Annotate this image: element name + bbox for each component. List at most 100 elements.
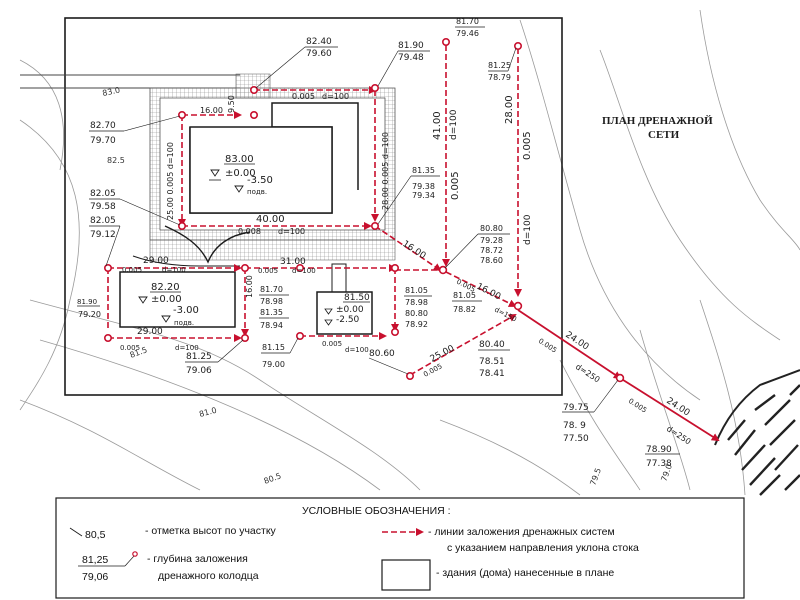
well-bottom: 78.92	[405, 320, 428, 329]
well-top: 78.90	[646, 445, 672, 455]
contour-line	[19, 59, 64, 171]
building-zero: ±0.00	[225, 168, 256, 179]
road	[20, 74, 240, 89]
well-mid: 78.51	[479, 357, 505, 367]
well-node	[370, 84, 379, 93]
building-bottom-sub: подв.	[174, 319, 194, 327]
well-node	[370, 222, 379, 231]
pipe-segment	[409, 314, 517, 376]
plan-title-line2: СЕТИ	[648, 129, 680, 141]
well-bottom: 78.41	[479, 369, 505, 379]
well-node	[513, 301, 523, 311]
building-sample-icon	[381, 559, 431, 591]
pipe-slope: 0.008	[238, 227, 261, 236]
legend: УСЛОВНЫЕ ОБОЗНАЧЕНИЯ : 80,5 - отметка вы…	[55, 497, 745, 599]
level-mark-icon	[210, 169, 220, 177]
well-bottom: 77.38	[646, 459, 672, 469]
well-bottom: 79.06	[186, 366, 212, 376]
contour-label: 82.5	[107, 156, 125, 165]
well-top: 80.80	[405, 309, 428, 318]
pipe-label-vertical: 25.00 0.005 d=100	[166, 142, 175, 220]
main-collector	[517, 309, 720, 442]
well-bottom: 79.12	[90, 230, 116, 240]
pipe-diameter: d=100	[523, 214, 533, 245]
well-node	[241, 333, 250, 342]
pipe-slope: 0.005	[627, 397, 648, 415]
well-node	[438, 265, 448, 275]
contour-line	[519, 19, 701, 401]
pipe-slope: 0.005	[450, 171, 461, 200]
legend-well-desc1: - глубина заложения	[147, 553, 248, 565]
pipe-diameter: d=100	[345, 346, 369, 354]
paved-area	[235, 73, 271, 99]
pipe-label-vertical: 28.00 0.005 d=100	[381, 132, 390, 210]
contour-sample-icon	[69, 527, 83, 537]
contour-line	[599, 49, 781, 341]
well-node	[241, 263, 250, 272]
contour-line	[19, 119, 80, 411]
well-node	[390, 327, 399, 336]
pipe-diameter: d=100	[162, 266, 186, 274]
contour-labels: 83.0 82.5 81.5 81.0 80.5 79.5 79.0	[102, 85, 674, 486]
legend-line-desc1: - линии заложения дренажных систем	[428, 526, 615, 538]
building-bottom: -3.00	[173, 305, 199, 316]
well-bottom: 79.34	[412, 191, 435, 200]
well-node	[250, 86, 259, 95]
well-mid: 79.38	[412, 182, 435, 191]
pipe-diameter: d=100	[278, 227, 305, 236]
well-top: 82.70	[90, 121, 116, 131]
paved-area	[149, 239, 396, 261]
well-bottom: 78.82	[453, 305, 476, 314]
legend-elev-desc: - отметка высот по участку	[145, 525, 277, 537]
contour-line	[29, 299, 421, 491]
well-mid: 78.98	[405, 298, 428, 307]
building-bottom: -3.50	[247, 175, 273, 186]
well-top: 81.15	[262, 343, 285, 352]
building-elevation: 82.20	[151, 282, 180, 293]
legend-heading: УСЛОВНЫЕ ОБОЗНАЧЕНИЯ :	[302, 505, 451, 517]
well-node	[441, 37, 450, 46]
left-building: 82.20 ±0.00 -3.00 подв.	[119, 271, 236, 328]
well-top: 81.35	[412, 166, 435, 175]
pipe-length: 31.00	[280, 257, 306, 267]
pipe-diameter: d=100	[449, 109, 459, 140]
contour-label: 80.5	[263, 471, 283, 486]
well-node	[250, 111, 259, 120]
well-node	[615, 373, 625, 383]
legend-well-desc2: дренажного колодца	[158, 570, 259, 582]
well-bottom: 78.79	[488, 73, 511, 82]
well-node	[104, 263, 113, 272]
well-top: 81.05	[453, 291, 476, 300]
path-curve	[164, 225, 251, 264]
small-building: 81.50 ±0.00 -2.50	[316, 263, 373, 335]
well-top: 79.75	[563, 403, 589, 413]
site-boundary	[64, 17, 563, 396]
well-bottom: 78.60	[480, 256, 503, 265]
well-top: 82.05	[90, 189, 116, 199]
pipe-diameter: d=100	[322, 92, 349, 101]
pipe-diameter: d=250	[665, 424, 693, 446]
well-node	[104, 333, 113, 342]
well-bottom: 78.98	[260, 297, 283, 306]
contour-label: 81.0	[198, 406, 218, 419]
pipe-length: 9.50	[227, 95, 236, 113]
level-mark-icon	[324, 319, 333, 326]
pipe-slope: 0.005	[122, 266, 142, 274]
well-line: 79.28	[480, 236, 503, 245]
well-top: 81.25	[488, 61, 511, 70]
legend-well-top: 81,25	[82, 554, 108, 566]
well-sample-icon	[132, 551, 138, 557]
building-zero: ±0.00	[151, 294, 182, 305]
contour-line	[559, 359, 641, 491]
well-line: 78.72	[480, 246, 503, 255]
well-top: 80.80	[480, 224, 503, 233]
well-node	[513, 41, 522, 50]
legend-line-desc2: с указанием направления уклона стока	[447, 542, 639, 554]
pipe-diameter: d=100	[175, 344, 199, 352]
contour-lines	[19, 9, 800, 496]
contour-line	[19, 399, 201, 491]
well-bottom: 79.46	[456, 29, 479, 38]
pipe-slope: 0.005	[522, 131, 533, 160]
level-mark-icon	[161, 315, 171, 323]
pipe-length: 29.00	[143, 256, 169, 266]
